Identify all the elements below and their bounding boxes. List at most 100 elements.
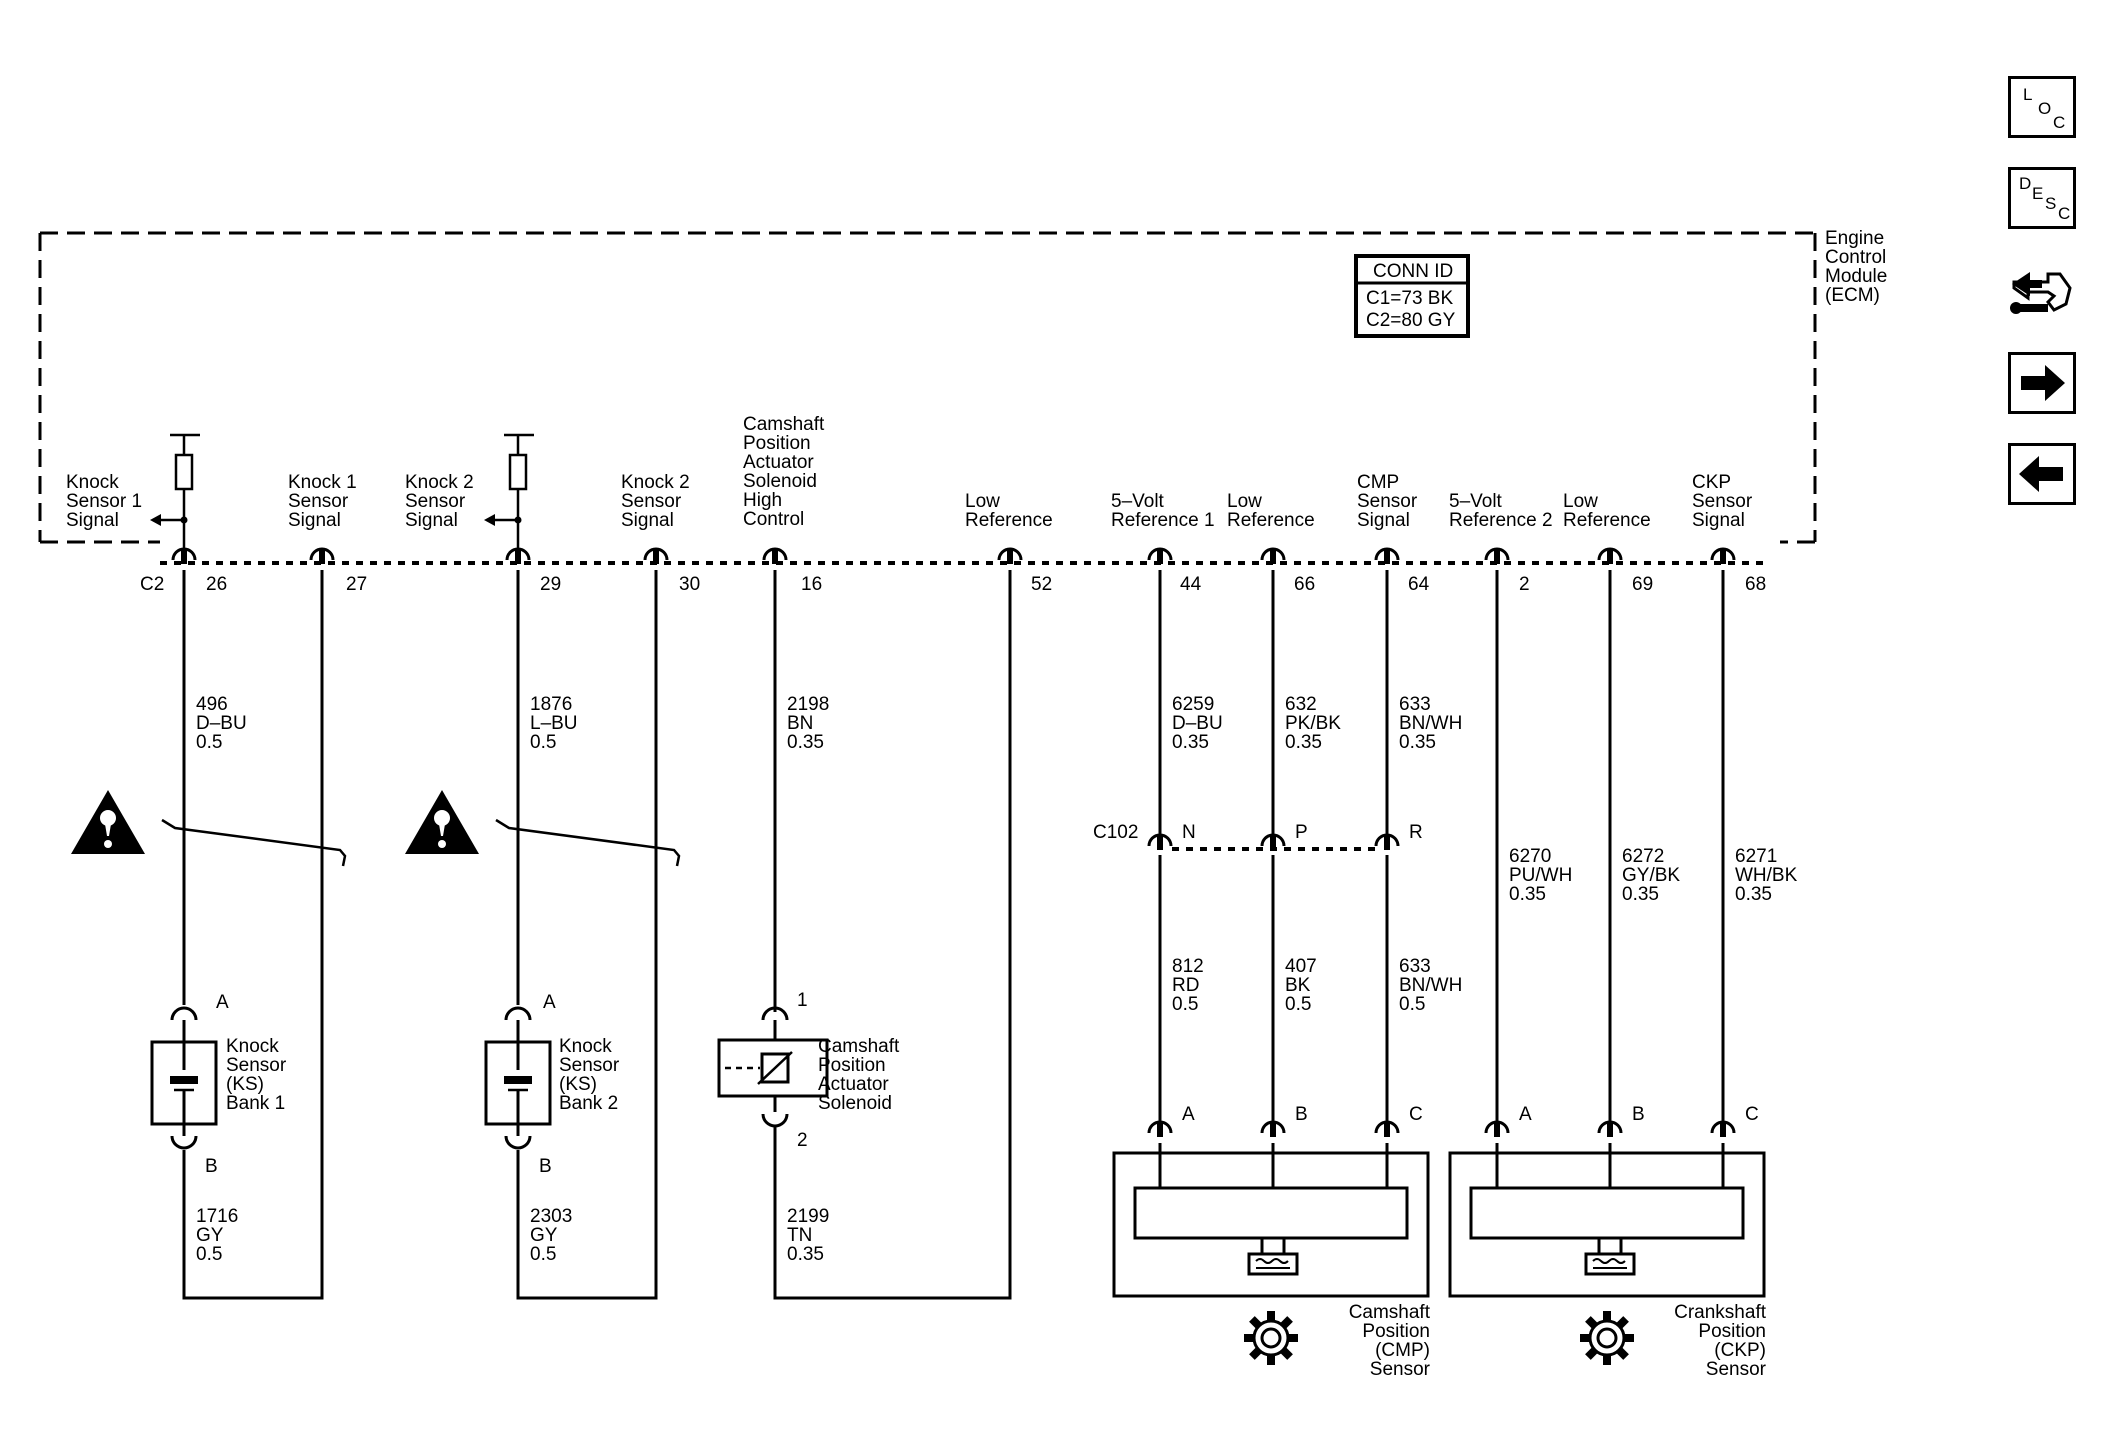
warning-triangle-icon — [71, 790, 145, 854]
svg-text:BN: BN — [787, 713, 813, 734]
wire-2199-loop — [773, 570, 1012, 1300]
svg-text:Sensor 1: Sensor 1 — [66, 491, 142, 512]
knock-sensor-bank-1: A B Knock Sensor (KS) Bank 1 — [150, 992, 287, 1177]
loc-letter: O — [2038, 99, 2052, 118]
svg-text:Signal: Signal — [1357, 510, 1410, 531]
gear-icon — [1578, 1309, 1636, 1367]
svg-text:0.5: 0.5 — [1285, 994, 1311, 1015]
conn-id-title: CONN ID — [1373, 261, 1453, 282]
svg-text:633: 633 — [1399, 956, 1431, 977]
svg-text:0.35: 0.35 — [1509, 884, 1546, 905]
wire-1716-loop — [182, 570, 324, 1300]
ckp-pin-a: A — [1519, 1104, 1532, 1125]
svg-text:Reference: Reference — [965, 510, 1053, 531]
c102-connector: C102 N P R — [1093, 822, 1423, 851]
conn-id-box: CONN ID C1=73 BK C2=80 GY — [1354, 254, 1470, 338]
svg-text:(ECM): (ECM) — [1825, 285, 1880, 306]
svg-text:Low: Low — [1563, 491, 1598, 512]
svg-text:(CMP): (CMP) — [1375, 1340, 1430, 1361]
svg-text:0.5: 0.5 — [1172, 994, 1198, 1015]
svg-text:0.35: 0.35 — [787, 1244, 824, 1265]
ecm-terminal-44 — [1147, 547, 1173, 564]
c102-pin-r: R — [1409, 822, 1423, 843]
next-page-button[interactable] — [2008, 352, 2076, 414]
svg-text:Sensor: Sensor — [288, 491, 349, 512]
svg-text:812: 812 — [1172, 956, 1204, 977]
ks1-pin-a: A — [216, 992, 229, 1013]
svg-text:High: High — [743, 490, 782, 511]
svg-text:Sensor: Sensor — [226, 1055, 287, 1076]
cmp-terminal-A — [1147, 1120, 1173, 1137]
arrow-right-icon — [2021, 365, 2065, 401]
ecm-terminal-16 — [762, 547, 788, 564]
svg-text:Position: Position — [818, 1055, 886, 1076]
svg-text:GY: GY — [196, 1225, 224, 1246]
svg-text:2303: 2303 — [530, 1206, 572, 1227]
solenoid-pin-2: 2 — [797, 1130, 808, 1151]
svg-text:Reference: Reference — [1563, 510, 1651, 531]
svg-text:Reference: Reference — [1227, 510, 1315, 531]
svg-text:Solenoid: Solenoid — [818, 1093, 892, 1114]
ckp-terminal-C — [1710, 1120, 1736, 1137]
svg-text:Reference 1: Reference 1 — [1111, 510, 1215, 531]
svg-text:5–Volt: 5–Volt — [1111, 491, 1165, 512]
svg-text:BN/WH: BN/WH — [1399, 713, 1462, 734]
c102-label: C102 — [1093, 822, 1138, 843]
desc-letter: C — [2058, 204, 2071, 223]
svg-text:Module: Module — [1825, 266, 1887, 287]
svg-text:6272: 6272 — [1622, 846, 1664, 867]
desc-letter: D — [2019, 174, 2032, 193]
cmp-pin-a: A — [1182, 1104, 1195, 1125]
svg-text:0.35: 0.35 — [1622, 884, 1659, 905]
svg-text:Signal: Signal — [621, 510, 674, 531]
wires — [182, 570, 1725, 1300]
ecm-terminal-68 — [1710, 547, 1736, 564]
svg-text:6259: 6259 — [1172, 694, 1214, 715]
svg-text:2199: 2199 — [787, 1206, 829, 1227]
ecm-terminals — [171, 547, 1736, 564]
svg-text:1716: 1716 — [196, 1206, 238, 1227]
gear-icon — [1242, 1309, 1300, 1367]
svg-text:0.35: 0.35 — [787, 732, 824, 753]
connector-end-view-button[interactable] — [2008, 252, 2076, 320]
previous-page-button[interactable] — [2008, 443, 2076, 505]
svg-text:Crankshaft: Crankshaft — [1674, 1302, 1767, 1323]
svg-text:PK/BK: PK/BK — [1285, 713, 1341, 734]
ks1-pin-b: B — [205, 1156, 218, 1177]
conn-id-c1: C1=73 BK — [1366, 288, 1453, 309]
description-button[interactable]: D E S C — [2008, 167, 2076, 229]
svg-text:Position: Position — [1698, 1321, 1766, 1342]
conn-id-c2: C2=80 GY — [1366, 310, 1456, 331]
pin-number-16: 16 — [801, 574, 822, 595]
ecm-terminal-27 — [309, 547, 335, 564]
svg-text:0.35: 0.35 — [1735, 884, 1772, 905]
svg-text:Sensor: Sensor — [559, 1055, 620, 1076]
svg-text:CKP: CKP — [1692, 472, 1731, 493]
pin-number-52: 52 — [1031, 574, 1052, 595]
connector-wrench-icon — [2010, 272, 2072, 314]
svg-text:Actuator: Actuator — [743, 452, 814, 473]
pin-number-26: 26 — [206, 574, 227, 595]
location-button[interactable]: L O C — [2008, 76, 2076, 138]
svg-text:Knock 2: Knock 2 — [405, 472, 474, 493]
svg-text:(KS): (KS) — [226, 1074, 264, 1095]
camshaft-actuator-solenoid: 1 2 Camshaft Position Actuator Solenoid — [717, 990, 900, 1151]
svg-text:Actuator: Actuator — [818, 1074, 889, 1095]
svg-text:0.35: 0.35 — [1285, 732, 1322, 753]
svg-text:5–Volt: 5–Volt — [1449, 491, 1503, 512]
svg-text:D–BU: D–BU — [196, 713, 247, 734]
ecm-terminal-29 — [505, 547, 531, 564]
svg-text:RD: RD — [1172, 975, 1199, 996]
